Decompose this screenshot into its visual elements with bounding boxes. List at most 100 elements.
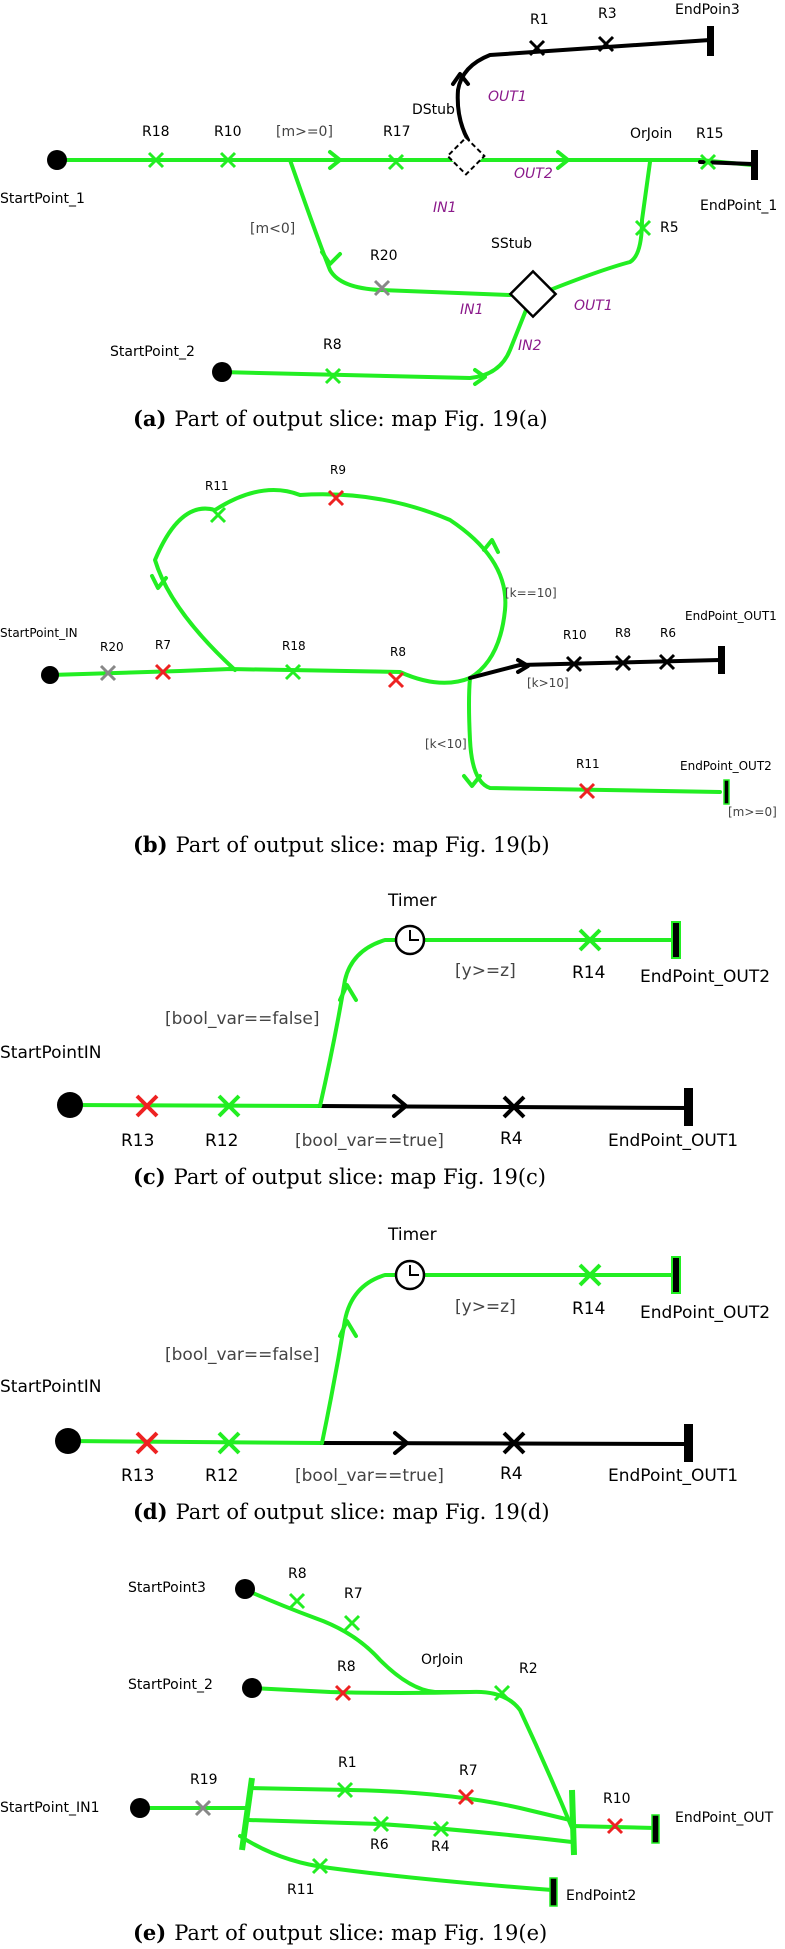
label-guard-true-d: [bool_var==true] (295, 1466, 444, 1486)
label-r4-e: R4 (431, 1839, 450, 1855)
panel-d: Timer [y>=z] R14 EndPoint_OUT2 [bool_var… (0, 1225, 770, 1524)
label-r1-e: R1 (338, 1755, 357, 1771)
label-in1-top: IN1 (433, 200, 457, 216)
panel-c: Timer [y>=z] R14 EndPoint_OUT2 [bool_var… (0, 891, 770, 1189)
label-guard-true-c: [bool_var==true] (295, 1131, 444, 1151)
path-false-c (318, 938, 677, 1108)
label-endpoint-out1: EndPoint_OUT1 (685, 609, 777, 623)
panel-e: R8 StartPoint3 R7 OrJoin R8 R2 StartPoin… (0, 1566, 774, 1945)
label-guard-false-d: [bool_var==false] (165, 1345, 319, 1365)
path-false-d (320, 1273, 677, 1445)
path-main-b (48, 667, 472, 685)
arrow-a4 (473, 368, 487, 386)
label-guard-m-lt0: [m<0] (250, 221, 295, 237)
path-sp2 (250, 1686, 574, 1830)
label-r8-right: R8 (615, 626, 631, 640)
label-r18: R18 (142, 124, 170, 140)
label-r12-c: R12 (205, 1131, 238, 1151)
path-fork-mid (246, 1818, 574, 1844)
arrow-a2 (556, 150, 570, 170)
path-dstub-out1 (455, 38, 712, 142)
label-r10-e: R10 (603, 1791, 631, 1807)
label-r13-c: R13 (121, 1131, 154, 1151)
andfork-bar (239, 1777, 255, 1851)
label-out2: OUT2 (514, 166, 553, 182)
label-guard-yz-d: [y>=z] (455, 1297, 516, 1317)
label-endpoint2-e: EndPoint2 (566, 1888, 636, 1904)
label-dstub: DStub (412, 102, 455, 118)
endpoint-out2-bar-c (671, 921, 681, 959)
dstub-diamond (446, 136, 486, 176)
label-r9: R9 (330, 463, 346, 477)
label-startpoint-2: StartPoint_2 (110, 344, 195, 360)
label-r6-b: R6 (660, 626, 676, 640)
startpoint-in1-dot (130, 1798, 150, 1818)
endpoint-out-bar (651, 1814, 660, 1844)
label-orjoin-e: OrJoin (421, 1652, 463, 1668)
label-in2: IN2 (518, 338, 542, 354)
caption-c: (c)Part of output slice: map Fig. 19(c) (133, 1164, 546, 1189)
label-r13-d: R13 (121, 1466, 154, 1486)
label-startpoint-1: StartPoint_1 (0, 191, 85, 207)
path-loop-b (153, 488, 508, 680)
arrow-a5 (451, 72, 470, 86)
cross-r8-b (387, 671, 405, 689)
label-r20: R20 (370, 248, 398, 264)
label-out1-bottom: OUT1 (574, 298, 613, 314)
label-r7-b: R7 (155, 638, 171, 652)
label-guard-k-lt10: [k<10] (425, 737, 467, 751)
path-startpoint2 (218, 298, 532, 380)
label-r1: R1 (530, 12, 549, 28)
label-r6-e: R6 (370, 1837, 389, 1853)
label-r14-c: R14 (572, 963, 605, 983)
label-r15: R15 (696, 126, 724, 142)
label-r14-d: R14 (572, 1299, 605, 1319)
path-main-d (66, 1439, 324, 1445)
timer-hands-d (409, 1265, 419, 1276)
label-endpoint-out2-d: EndPoint_OUT2 (640, 1303, 770, 1323)
path-sstub-out1 (543, 160, 652, 294)
endpoint-out2-bar (723, 779, 730, 805)
label-r8: R8 (323, 337, 342, 353)
label-r11-e: R11 (287, 1882, 315, 1898)
label-r8-mid-e: R8 (337, 1659, 356, 1675)
label-r8-top-e: R8 (288, 1566, 307, 1582)
arrow-a1 (328, 150, 342, 170)
arrow-b4 (516, 658, 530, 674)
arrow-b1 (150, 574, 168, 590)
label-r5: R5 (660, 220, 679, 236)
label-startpoint3: StartPoint3 (128, 1580, 206, 1596)
arrow-b3 (462, 774, 482, 788)
label-guard-yz-c: [y>=z] (455, 961, 516, 981)
startpointin-dot-d (55, 1428, 81, 1454)
label-r10: R10 (214, 124, 242, 140)
label-guard-false-c: [bool_var==false] (165, 1009, 319, 1029)
label-guard-m-ge0-b: [m>=0] (728, 805, 777, 819)
startpointin-dot-c (57, 1092, 83, 1118)
endpoint-out1-bar (718, 646, 725, 674)
arrow-c1 (392, 1094, 408, 1118)
label-startpointin-c: StartPointIN (0, 1043, 101, 1063)
startpoint-2-dot-e (242, 1678, 262, 1698)
label-r19-e: R19 (190, 1772, 218, 1788)
endpoint-out1-bar-d (684, 1424, 693, 1462)
label-r20-b: R20 (100, 640, 124, 654)
startpoint3-dot (235, 1579, 255, 1599)
label-timer-d: Timer (387, 1225, 437, 1245)
path-k-gt10 (468, 658, 722, 680)
label-r4-c: R4 (500, 1129, 523, 1149)
path-sp3 (244, 1588, 472, 1694)
label-startpointin-d: StartPointIN (0, 1377, 101, 1397)
sstub-diamond (508, 269, 558, 319)
panel-b: R11 R9 [k==10] EndPoint_OUT1 StartPoint_… (0, 463, 777, 857)
caption-a: (a)Part of output slice: map Fig. 19(a) (133, 406, 548, 431)
label-r7-top-e: R7 (344, 1586, 363, 1602)
arrow-d2 (338, 1319, 358, 1338)
endpoint2-bar (549, 1877, 558, 1907)
label-endpoint-out2-c: EndPoint_OUT2 (640, 967, 770, 987)
label-endpoint-out1-d: EndPoint_OUT1 (608, 1466, 738, 1486)
cross-r8-top-e (288, 1592, 306, 1610)
cross-r7-top-e (343, 1614, 361, 1632)
label-startpoint-in1: StartPoint_IN1 (0, 1800, 99, 1816)
